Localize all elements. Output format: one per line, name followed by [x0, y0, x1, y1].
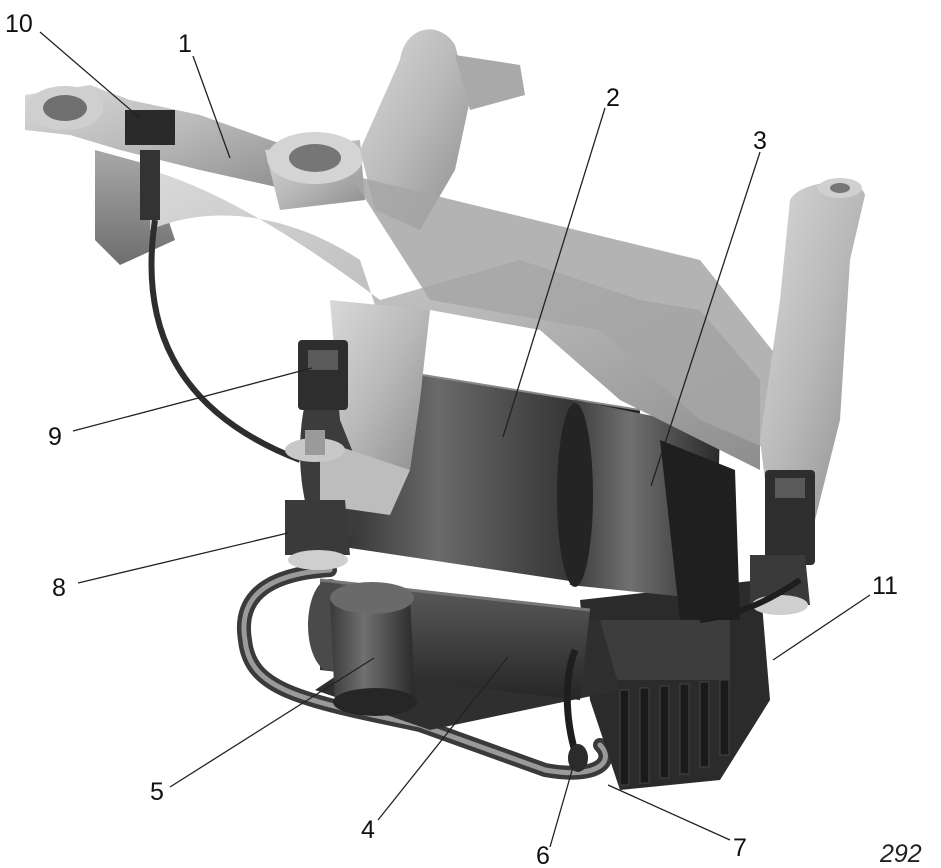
leader-8 — [77, 532, 289, 584]
cylinder-head — [330, 582, 417, 716]
connector-top-left — [125, 110, 175, 220]
right-cable — [699, 577, 802, 623]
sensor-cable — [148, 219, 302, 463]
callout-7: 7 — [733, 834, 747, 862]
callout-10: 10 — [5, 10, 33, 38]
valve-block-heatsink — [580, 580, 770, 790]
motor-end-cap — [557, 400, 740, 620]
connector-right — [765, 470, 815, 565]
callout-labels: 10 1 2 3 9 8 11 5 4 6 7 — [5, 10, 898, 868]
callout-4: 4 — [361, 816, 375, 844]
leader-11 — [772, 594, 871, 661]
leader-2 — [502, 107, 606, 438]
line-connector — [568, 744, 588, 772]
leader-10 — [39, 31, 141, 119]
mounting-bracket — [25, 29, 865, 520]
callout-6: 6 — [536, 842, 550, 868]
leader-6 — [549, 766, 574, 848]
leader-3 — [650, 151, 761, 487]
leader-5 — [169, 657, 375, 788]
callout-8: 8 — [52, 574, 66, 602]
callout-5: 5 — [150, 778, 164, 806]
leader-7 — [607, 784, 731, 841]
figure-code: 292 — [879, 840, 922, 868]
leader-lines — [39, 31, 871, 848]
leader-9 — [72, 367, 313, 432]
callout-11: 11 — [872, 572, 898, 600]
vibration-damper-left — [285, 430, 350, 570]
pipe-loop — [236, 563, 613, 780]
callout-1: 1 — [178, 30, 192, 58]
callout-2: 2 — [606, 84, 620, 112]
callout-9: 9 — [48, 423, 62, 451]
callout-3: 3 — [753, 127, 767, 155]
leader-4 — [377, 656, 509, 821]
leader-1 — [192, 55, 231, 159]
connector-9 — [298, 340, 348, 410]
